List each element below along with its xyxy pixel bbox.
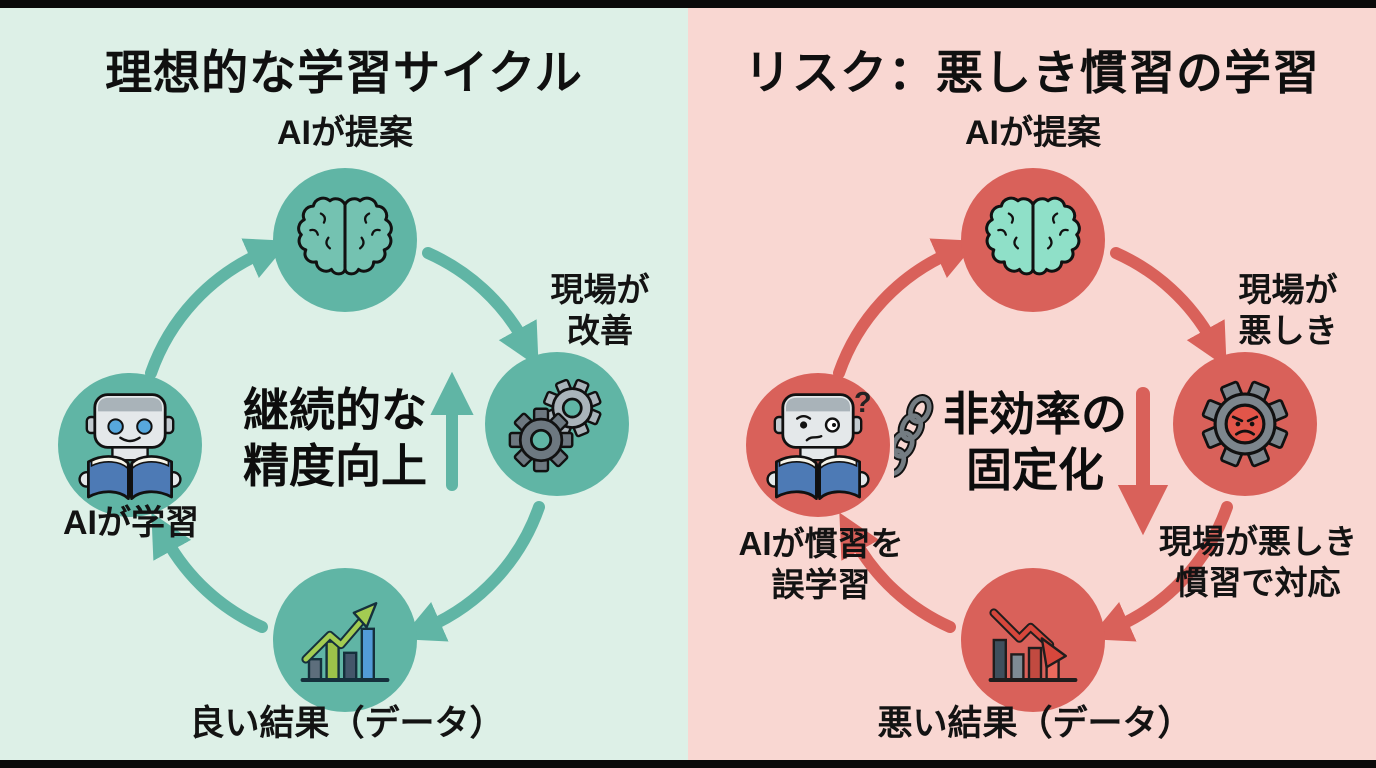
label-ai-mislearns: AIが慣習を 誤学習 [738,525,904,603]
node-ai-mislearns: ? [746,373,890,517]
panel-risk-cycle: リスク：悪しき慣習の学習 [688,8,1376,760]
letterbox-top [0,0,1376,8]
center-text-inefficiency-fixed: 非効率の 固定化 [943,388,1127,497]
brain-icon [297,196,393,276]
gears-icon [508,378,602,473]
label-ai-proposes: AIが提案 [277,114,413,152]
node-field-improves [485,352,629,496]
node-ai-proposes [961,168,1105,312]
node-ai-learns [58,373,202,517]
arrow-bottom-to-left [151,512,268,633]
cycle-arrows [145,238,545,642]
label-ai-proposes: AIが提案 [965,114,1101,152]
panel-title: リスク：悪しき慣習の学習 [744,46,1320,99]
label-field-bad-habit-response: 現場が悪しき 慣習で対応 [1159,523,1357,601]
cycle-arrows [833,238,1233,642]
chain-icon [894,394,934,479]
node-field-bad-habit [1173,352,1317,496]
label-good-results: 良い結果（データ） [189,704,505,743]
brain-icon [985,196,1081,276]
arrow-right-to-bottom [1088,501,1233,642]
angry-gear-icon [1201,380,1289,468]
arrow-top-to-right [1110,247,1227,368]
arrow-top-to-right [422,247,539,368]
center-text-continuous-improvement: 継続的な 精度向上 [243,384,427,493]
chart-up-icon [300,602,390,682]
arrow-bottom-to-left [839,512,956,633]
label-field-improves: 現場が 改善 [550,271,650,349]
node-ai-proposes [273,168,417,312]
node-good-results [273,568,417,712]
panel-title: 理想的な学習サイクル [105,46,583,99]
arrow-right-to-bottom [400,501,545,642]
label-field-bad: 現場が 悪しき [1238,271,1338,349]
robot-confused-icon: ? [766,387,872,500]
panel-ideal-cycle: 理想的な学習サイクル [0,8,688,760]
letterbox-bottom [0,760,1376,768]
label-ai-learns: AIが学習 [63,504,199,542]
arrow-left-to-top [145,238,290,379]
question-mark: ? [854,387,872,419]
label-bad-results: 悪い結果（データ） [877,704,1193,743]
robot-reading-icon [78,393,182,500]
node-bad-results [961,568,1105,712]
arrow-left-to-top [833,238,978,379]
chart-down-icon [988,608,1078,682]
